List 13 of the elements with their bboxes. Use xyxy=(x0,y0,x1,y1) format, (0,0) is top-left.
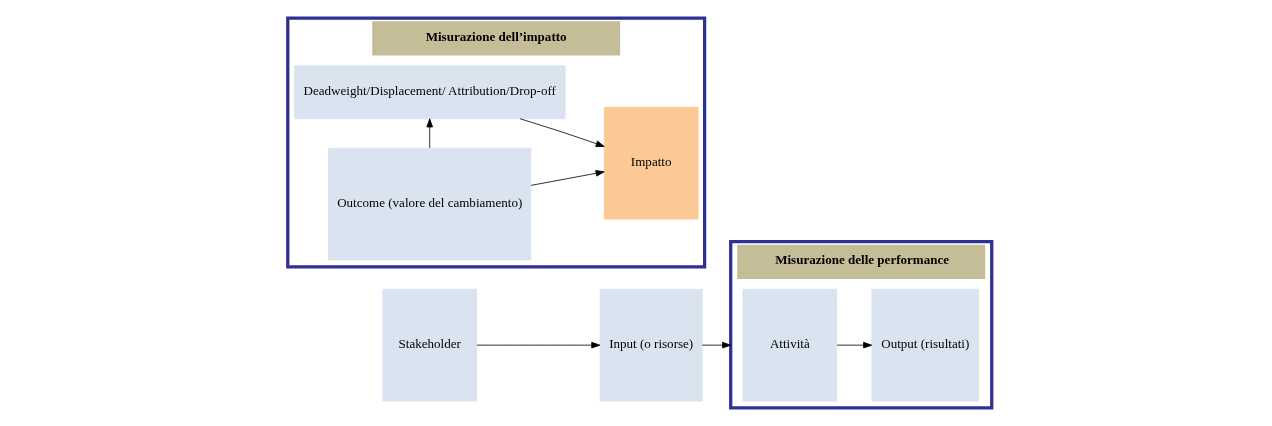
arrow xyxy=(836,341,872,349)
node-box: Deadweight/Displacement/ Attribution/Drop-off xyxy=(293,65,566,120)
node-box: Impatto xyxy=(603,106,698,220)
arrow xyxy=(519,118,605,147)
arrow xyxy=(425,118,433,149)
node-box: Outcome (valore del cambiamento) xyxy=(327,147,531,261)
arrow xyxy=(475,341,600,349)
node-box: Input (o risorse) xyxy=(599,288,703,402)
node-box: Attività xyxy=(742,288,837,402)
arrow xyxy=(530,170,605,186)
node-box: Stakeholder xyxy=(381,288,477,402)
node-box: Output (risultati) xyxy=(870,288,979,402)
arrow xyxy=(701,341,731,349)
